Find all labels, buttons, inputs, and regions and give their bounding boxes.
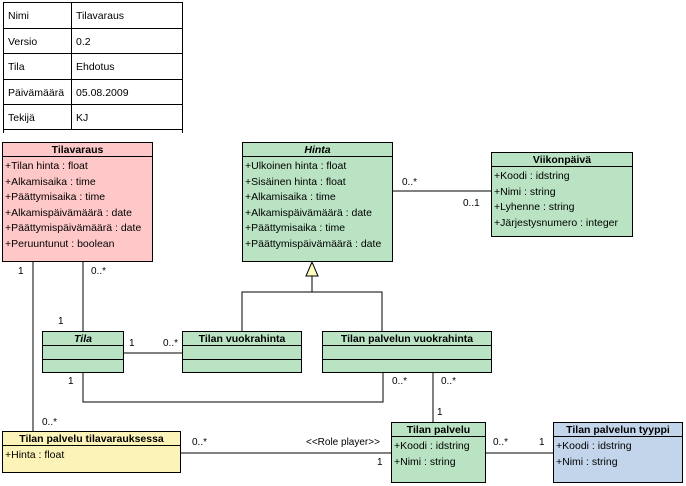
class-tilan-palvelun-tyyppi[interactable]: Tilan palvelun tyyppi +Koodi : idstring … [553,422,683,483]
class-attribute: +Tilan hinta : float [5,160,88,172]
class-attribute: +Nimi : string [394,455,456,468]
class-title: Tilan palvelu [392,423,485,437]
class-empty-compartment [183,346,301,360]
role-player-label: <<Role player>> [306,437,380,448]
class-empty-compartment [43,346,123,360]
multiplicity-label: 0..* [402,177,418,188]
metadata-table: Nimi Tilavaraus Versio 0.2 Tila Ehdotus … [3,2,183,130]
class-attribute: +Alkamisaika : time [5,175,96,188]
multiplicity-label: 1 [68,376,74,387]
class-attribute: +Päättymispäivämäärä : date [5,222,142,234]
multiplicity-label: 0..* [192,437,208,448]
class-title: Hinta [243,143,392,157]
generalization-arrowhead [305,260,319,277]
class-title: Viikonpäivä [492,153,632,167]
class-attribute: +Ulkoinen hinta : float [245,160,347,172]
metadata-value: Ehdotus [76,61,115,74]
multiplicity-label: 0..* [91,266,107,277]
association-tila-palvelun-vuokrahinta [82,373,384,403]
class-attribute: +Nimi : string [494,185,556,198]
metadata-value: 0.2 [76,35,91,48]
metadata-separator [71,3,72,129]
multiplicity-label: 0..* [441,376,457,387]
class-tila[interactable]: Tila [42,331,124,373]
metadata-row: Tekijä KJ [4,105,182,131]
metadata-value: KJ [76,112,89,125]
multiplicity-label: 1 [18,266,24,277]
class-tilavaraus[interactable]: Tilavaraus +Tilan hinta : float +Alkamis… [2,142,153,262]
class-viikonpaiva[interactable]: Viikonpäivä +Koodi : idstring +Nimi : st… [491,152,633,237]
class-tilan-palvelu[interactable]: Tilan palvelu +Koodi : idstring +Nimi : … [391,422,486,483]
class-attribute: +Koodi : idstring [494,170,570,182]
class-attribute: +Sisäinen hinta : float [245,175,346,188]
class-title: Tila [43,332,123,346]
metadata-row: Tila Ehdotus [4,54,182,80]
metadata-value: Tilavaraus [76,10,125,22]
metadata-row: Nimi Tilavaraus [4,3,182,29]
class-attribute: +Alkamispäivämäärä : date [245,206,372,219]
class-attribute: +Koodi : idstring [394,440,470,452]
class-attribute: +Alkamispäivämäärä : date [5,206,132,219]
class-tilan-palvelu-tilavarauksessa[interactable]: Tilan palvelu tilavarauksessa +Hinta : f… [2,431,181,473]
multiplicity-label: 1 [539,437,545,448]
multiplicity-label: 1 [377,457,383,468]
class-tilan-palvelun-vuokrahinta[interactable]: Tilan palvelun vuokrahinta [322,331,492,373]
multiplicity-label: 0..* [42,417,58,428]
class-title: Tilan palvelun vuokrahinta [323,332,491,346]
metadata-row: Päivämäärä 05.08.2009 [4,80,182,106]
multiplicity-label: 1 [129,338,135,349]
class-tilan-vuokrahinta[interactable]: Tilan vuokrahinta [182,331,302,373]
class-attribute: +Järjestysnumero : integer [494,216,619,229]
class-title: Tilan palvelu tilavarauksessa [3,432,180,446]
metadata-key: Tila [8,61,25,74]
class-attribute: +Päättymisaika : time [245,222,346,234]
multiplicity-label: 1 [58,316,64,327]
class-title: Tilan vuokrahinta [183,332,301,346]
metadata-key: Tekijä [8,112,35,125]
class-hinta[interactable]: Hinta +Ulkoinen hinta : float +Sisäinen … [242,142,393,262]
metadata-key: Päivämäärä [8,86,65,99]
class-attribute: +Päättymisaika : time [5,191,106,203]
class-attribute: +Päättymispäivämäärä : date [245,237,382,250]
metadata-value: 05.08.2009 [76,86,129,99]
metadata-key: Versio [8,35,38,48]
class-attribute: +Peruuntunut : boolean [5,237,115,250]
class-title: Tilavaraus [3,143,152,157]
multiplicity-label: 0..* [493,437,509,448]
metadata-key: Nimi [8,10,29,22]
class-attribute: +Hinta : float [5,449,65,461]
class-empty-compartment [323,346,491,360]
multiplicity-label: 0..* [163,338,179,349]
class-title: Tilan palvelun tyyppi [554,423,682,437]
class-attribute: +Koodi : idstring [556,440,632,452]
multiplicity-label: 0..1 [463,198,480,209]
class-attribute: +Lyhenne : string [494,201,575,213]
class-attribute: +Nimi : string [556,455,618,468]
metadata-row: Versio 0.2 [4,29,182,55]
generalization-branches [241,291,383,331]
class-attribute: +Alkamisaika : time [245,191,336,203]
multiplicity-label: 1 [437,407,443,418]
metadata-frame-edge [3,130,183,133]
multiplicity-label: 0..* [392,376,408,387]
